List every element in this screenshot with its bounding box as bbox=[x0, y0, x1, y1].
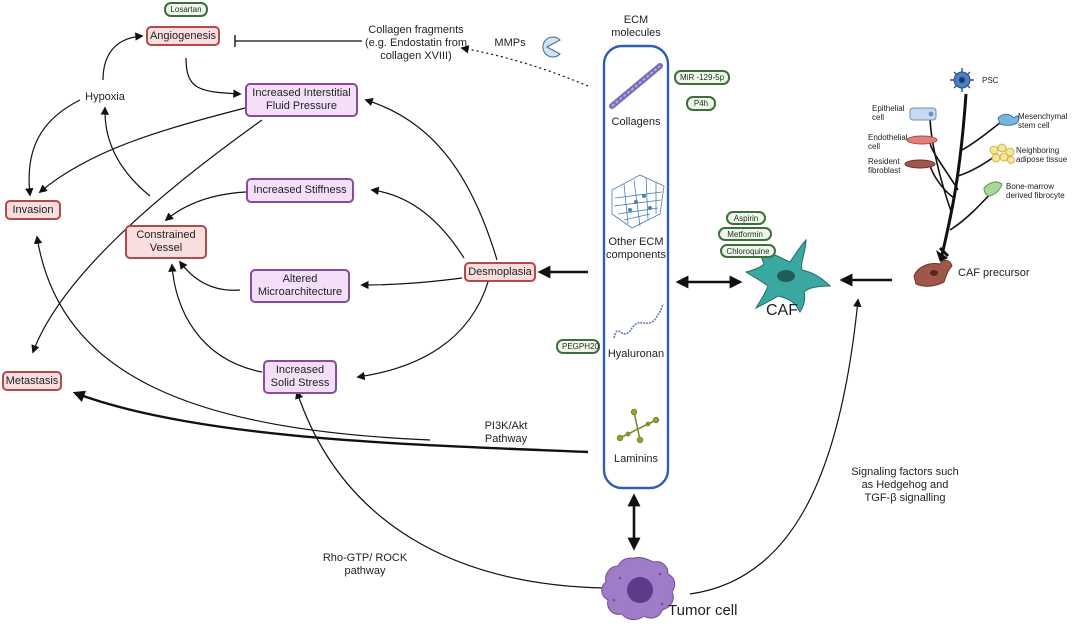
resident-fibroblast-icon bbox=[904, 159, 936, 169]
angiogenesis-box: Angiogenesis bbox=[146, 26, 220, 46]
tumor-cell-label: Tumor cell bbox=[668, 602, 738, 619]
signaling-label: Signaling factors such as Hedgehog and T… bbox=[851, 466, 959, 504]
arrow-tumor-to-caf bbox=[689, 298, 862, 595]
ecm-title-label: ECM molecules bbox=[611, 14, 661, 39]
mmps-dotted-arrow bbox=[460, 45, 589, 87]
arrow-hypoxia-to-invasion bbox=[25, 99, 81, 197]
arrow-stiffness-to-constrained bbox=[164, 191, 247, 222]
arrow-ifp-to-invasion bbox=[38, 107, 246, 194]
endothelial-label: Endothelial cell bbox=[868, 133, 908, 151]
ifp-box: Increased Interstitial Fluid Pressure bbox=[245, 83, 358, 117]
psc-label: PSC bbox=[982, 76, 999, 85]
aspirin-drug: Aspirin bbox=[726, 211, 766, 225]
metformin-drug: Metformin bbox=[718, 227, 772, 241]
collagens-label: Collagens bbox=[611, 116, 661, 128]
caf-cell-icon bbox=[744, 238, 832, 313]
arrow-desmo-to-micro bbox=[360, 277, 463, 290]
caf-label: CAF bbox=[766, 302, 798, 319]
losartan-drug: Losartan bbox=[164, 2, 208, 17]
hypoxia-label: Hypoxia bbox=[85, 91, 125, 103]
epithelial-nucleus-icon bbox=[928, 111, 934, 117]
laminins-label: Laminins bbox=[613, 453, 659, 465]
caf-precursor-icon bbox=[913, 259, 953, 287]
mir-drug: MiR -129-5p bbox=[674, 70, 730, 85]
tumor-cell-icon bbox=[601, 557, 676, 621]
rho-label: Rho-GTP/ ROCK pathway bbox=[322, 552, 408, 577]
p4h-drug: P4h bbox=[686, 96, 716, 111]
arrow-hypoxia-to-angiogenesis bbox=[102, 32, 144, 81]
tree-arrowhead bbox=[936, 250, 948, 262]
mesenchymal-stem-cell-icon bbox=[997, 113, 1020, 126]
desmoplasia-box: Desmoplasia bbox=[464, 262, 536, 282]
psc-icon bbox=[950, 68, 974, 92]
fibrocyte-icon bbox=[983, 181, 1003, 197]
solid-stress-box: Increased Solid Stress bbox=[263, 360, 337, 394]
hyaluronan-label: Hyaluronan bbox=[607, 348, 665, 360]
hyaluronan-icon bbox=[613, 303, 664, 339]
precursor-tree bbox=[929, 93, 1005, 258]
adipose-label: Neighboring adipose tissue bbox=[1016, 146, 1068, 164]
ecm-container bbox=[602, 44, 670, 490]
arrow-desmo-to-stiffness bbox=[370, 186, 465, 259]
pi3k-label: PI3K/Akt Pathway bbox=[484, 420, 528, 445]
epithelial-label: Epithelial cell bbox=[872, 104, 905, 122]
caf-precursor-label: CAF precursor bbox=[958, 267, 1030, 279]
invasion-box: Invasion bbox=[5, 200, 61, 220]
arrow-rho-to-solidstress bbox=[295, 390, 606, 589]
endothelial-cell-icon bbox=[906, 135, 938, 145]
laminin-icon bbox=[616, 408, 660, 444]
constrained-vessel-box: Constrained Vessel bbox=[125, 225, 207, 259]
metastasis-box: Metastasis bbox=[2, 371, 62, 391]
mmps-pacman-icon bbox=[542, 36, 561, 58]
arrow-ifp-to-metastasis bbox=[31, 119, 263, 354]
ecm-mesh-icon bbox=[611, 174, 665, 229]
mmps-label: MMPs bbox=[494, 37, 526, 49]
other-ecm-label: Other ECM components bbox=[606, 236, 666, 261]
microarchitecture-box: Altered Microarchitecture bbox=[250, 269, 350, 303]
bone-marrow-label: Bone-marrow derived fibrocyte bbox=[1006, 182, 1065, 200]
arrow-pi3k-to-invasion bbox=[33, 235, 431, 441]
arrow-micro-to-constrained bbox=[178, 260, 241, 291]
arrow-desmo-to-ifp bbox=[364, 97, 498, 261]
resident-label: Resident fibroblast bbox=[868, 157, 901, 175]
chloroquine-drug: Chloroquine bbox=[720, 244, 776, 258]
collagen-fragments-label: Collagen fragments (e.g. Endostatin from… bbox=[364, 24, 468, 62]
pegph20-drug: PEGPH20 bbox=[556, 339, 600, 354]
arrow-solidstress-to-constrained bbox=[168, 263, 263, 373]
arrow-desmo-to-solidstress bbox=[356, 281, 489, 381]
arrow-angiogenesis-to-ifp bbox=[185, 57, 242, 98]
arrow-constrained-to-hypoxia bbox=[100, 106, 151, 197]
collagen-fiber-icon bbox=[609, 63, 663, 109]
mesenchymal-label: Mesenchymal stem cell bbox=[1018, 112, 1068, 130]
stiffness-box: Increased Stiffness bbox=[246, 178, 354, 203]
adipose-tissue-icon bbox=[989, 143, 1015, 164]
arrow-pi3k-to-metastasis bbox=[72, 390, 589, 454]
epithelial-cell-icon bbox=[909, 107, 937, 121]
